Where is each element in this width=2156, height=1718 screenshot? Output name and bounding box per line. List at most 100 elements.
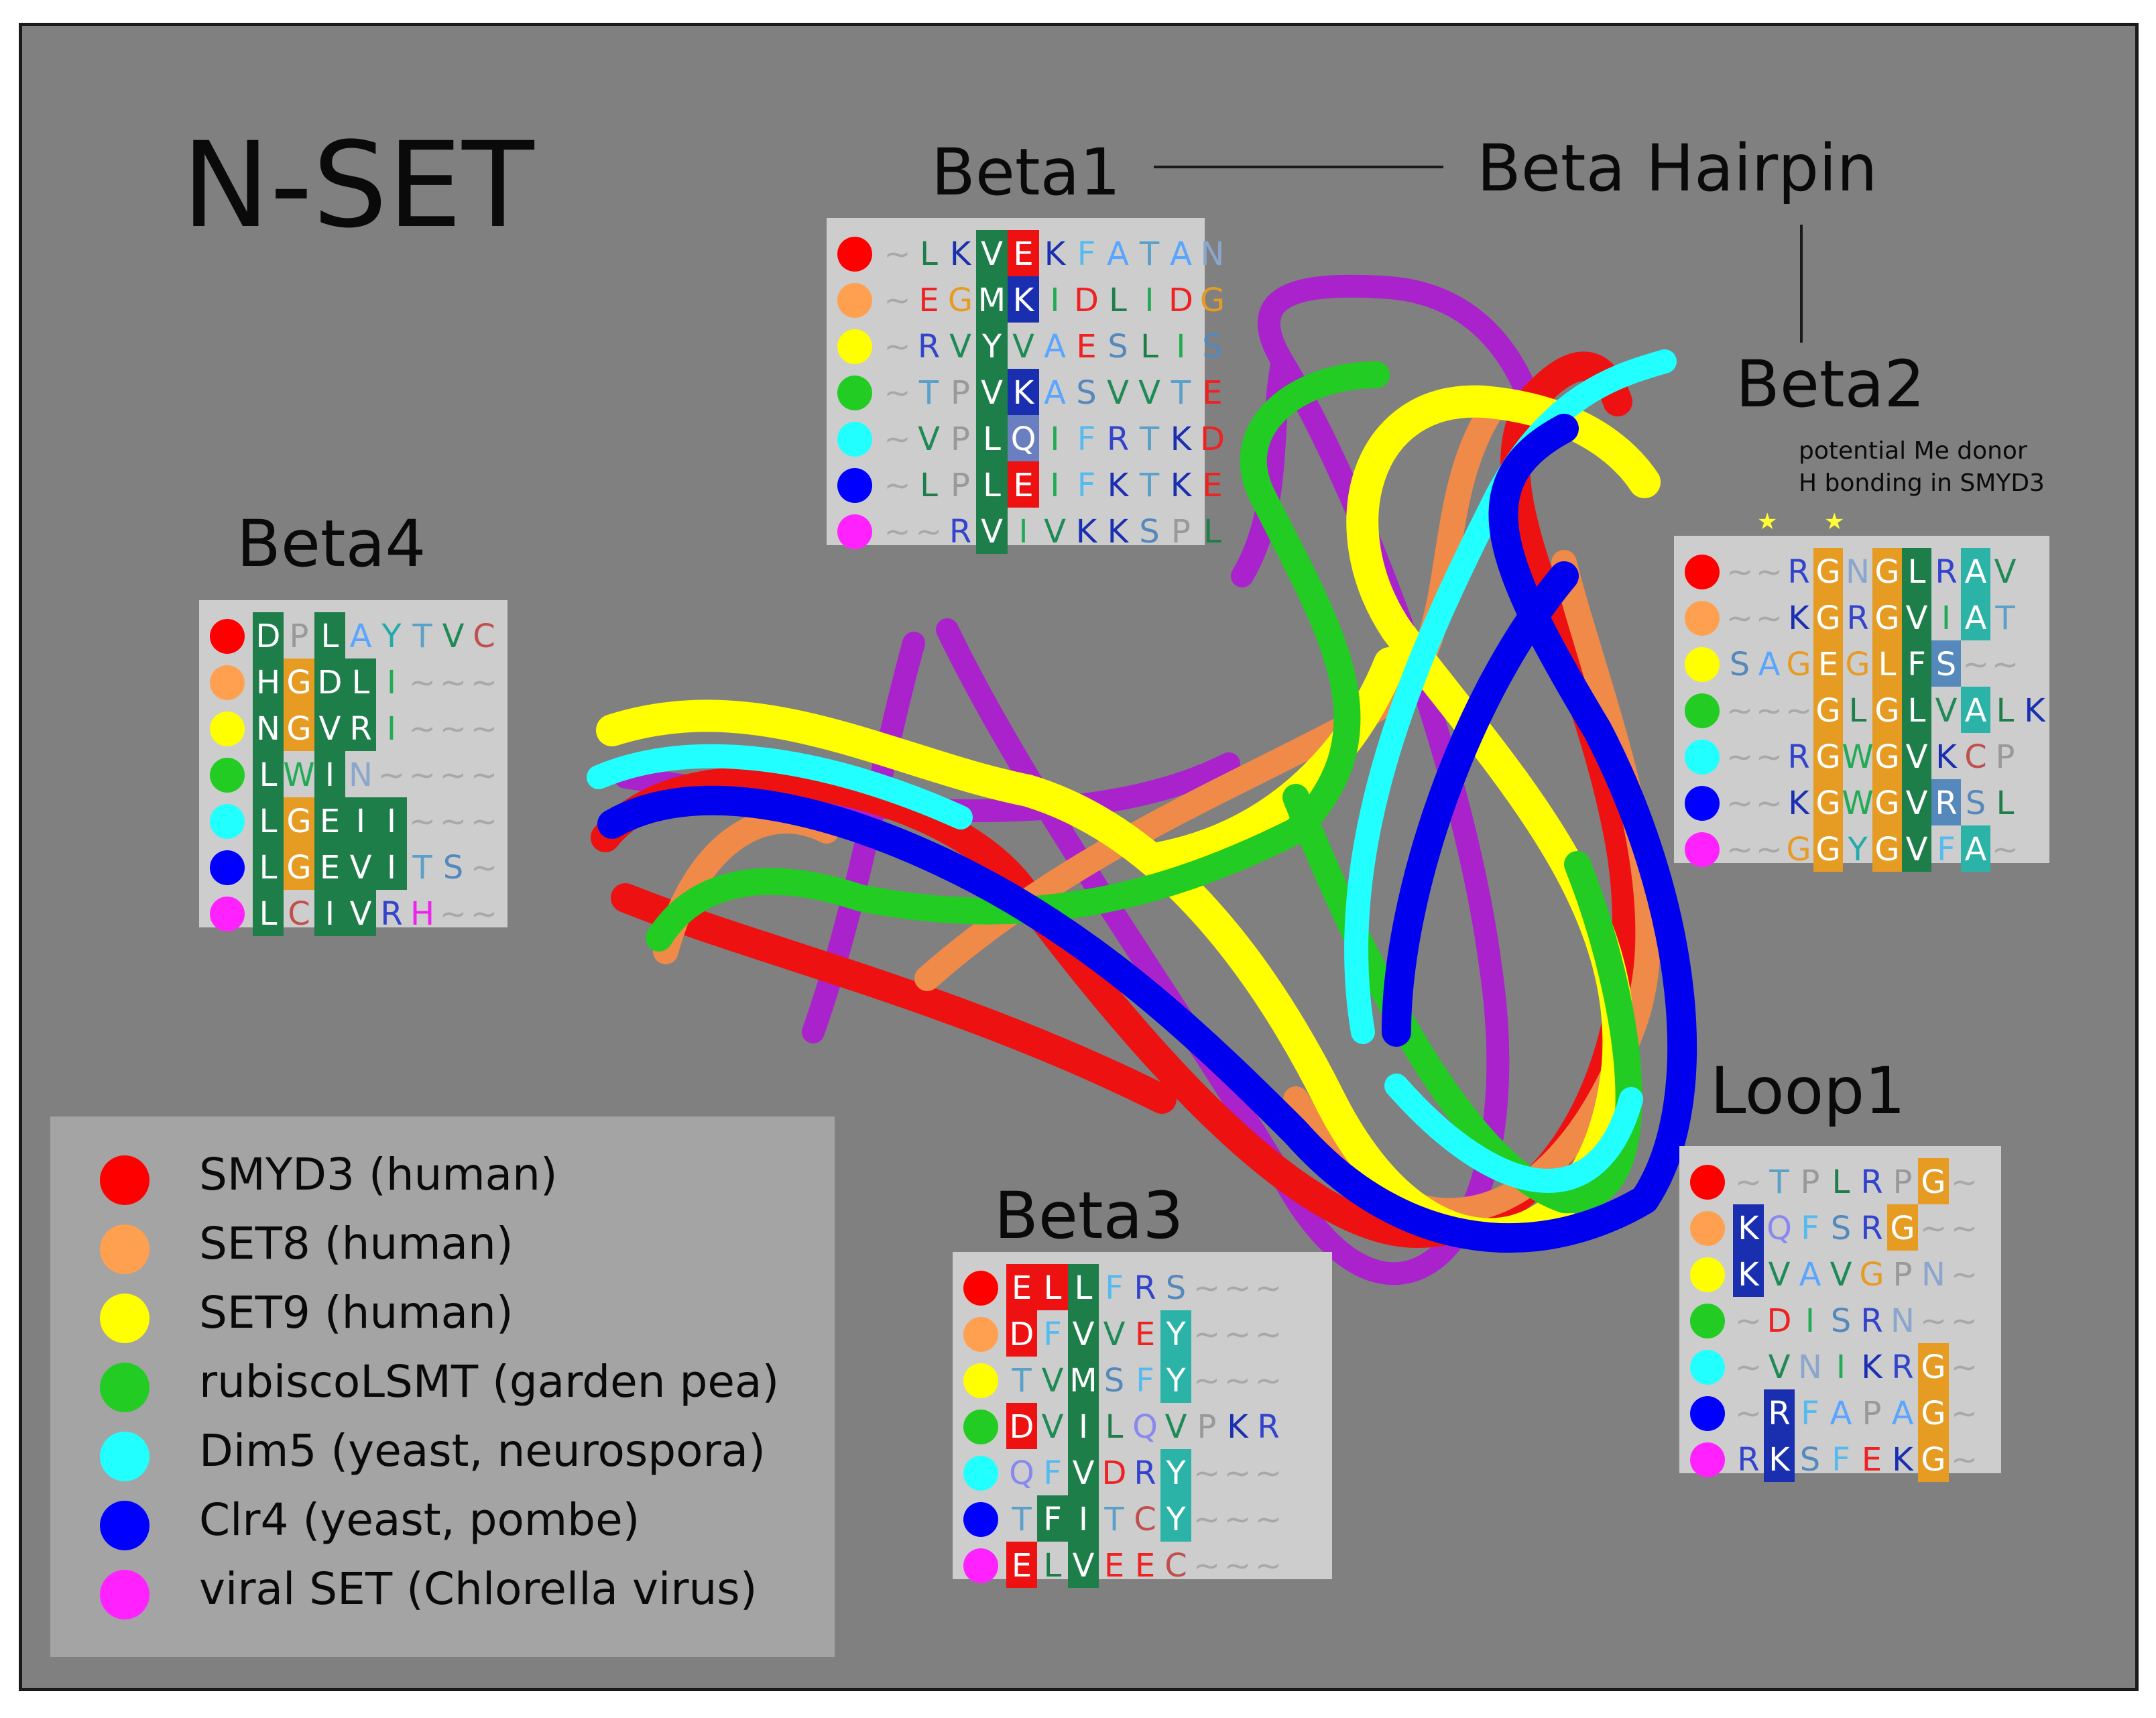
residue-letter: P <box>1893 1256 1913 1294</box>
residue-letter: F <box>1077 467 1096 504</box>
residue-letter: S <box>1965 785 1986 822</box>
residue-highlight <box>1008 230 1039 276</box>
residue-letter: G <box>1815 785 1841 822</box>
residue-letter: S <box>1103 1362 1125 1399</box>
residue-letter: G <box>1859 1256 1884 1294</box>
residue-letter: ~ <box>1726 738 1754 776</box>
residue-letter: L <box>1907 553 1926 591</box>
residue-letter: Y <box>1166 1454 1186 1492</box>
residue-letter: E <box>1134 1316 1156 1353</box>
residue-letter: L <box>1832 1163 1850 1201</box>
residue-letter: ~ <box>1950 1163 1978 1201</box>
residue-letter: L <box>1996 785 2015 822</box>
series-dot-icon <box>1690 1211 1725 1246</box>
series-dot-icon <box>963 1410 998 1444</box>
residue-highlight <box>314 751 345 797</box>
legend-label: SET9 (human) <box>199 1287 514 1338</box>
figure-panel: N-SET Beta1 Beta Hairpin Beta2 Beta4 Loo… <box>19 23 2139 1691</box>
residue-highlight <box>284 705 314 751</box>
residue-letter: N <box>1846 553 1870 591</box>
residue-letter: F <box>1043 1454 1062 1492</box>
residue-letter: V <box>1107 374 1129 412</box>
residue-letter: L <box>983 420 1001 458</box>
residue-highlight <box>1931 779 1961 825</box>
residue-letter: ~ <box>1223 1547 1252 1585</box>
residue-letter: G <box>1815 599 1841 637</box>
residue-letter: D <box>1101 1454 1127 1492</box>
residue-letter: I <box>1941 599 1952 637</box>
residue-letter: Y <box>381 618 402 655</box>
residue-letter: Y <box>1166 1316 1186 1353</box>
residue-letter: I <box>1078 1501 1089 1538</box>
residue-letter: V <box>1103 1316 1126 1353</box>
residue-letter: ~ <box>470 664 498 701</box>
residue-letter: V <box>1041 1362 1064 1399</box>
residue-letter: ~ <box>408 803 436 840</box>
residue-letter: L <box>920 467 938 504</box>
residue-letter: ~ <box>884 374 911 412</box>
series-dot-icon <box>837 237 872 272</box>
residue-letter: ~ <box>1254 1316 1282 1353</box>
residue-letter: ~ <box>439 895 467 933</box>
residue-letter: E <box>1011 1269 1032 1307</box>
residue-letter: ~ <box>439 803 467 840</box>
residue-letter: V <box>349 849 372 886</box>
residue-letter: Q <box>1132 1408 1158 1446</box>
residue-letter: V <box>1072 1454 1095 1492</box>
residue-highlight <box>1764 1436 1795 1482</box>
conserved-column-highlight <box>976 230 1008 554</box>
residue-highlight <box>1006 1542 1037 1588</box>
residue-letter: ~ <box>1223 1454 1252 1492</box>
residue-letter: L <box>920 235 938 273</box>
residue-letter: G <box>1815 831 1841 868</box>
residue-letter: A <box>1964 553 1987 591</box>
residue-letter: V <box>349 895 372 933</box>
residue-highlight <box>1918 1436 1949 1482</box>
series-dot-icon <box>837 329 872 364</box>
legend: SMYD3 (human) SET8 (human) SET9 (human) … <box>50 1116 835 1657</box>
residue-letter: ~ <box>470 756 498 794</box>
residue-letter: V <box>981 513 1003 551</box>
residue-letter: ~ <box>1919 1302 1948 1340</box>
residue-letter: W <box>283 756 315 794</box>
residue-letter: ~ <box>1755 553 1783 591</box>
residue-letter: K <box>1788 785 1809 822</box>
residue-letter: ~ <box>470 803 498 840</box>
residue-letter: S <box>442 849 464 886</box>
residue-highlight <box>1918 1158 1949 1204</box>
residue-letter: L <box>259 895 278 933</box>
residue-letter: G <box>1815 692 1841 730</box>
residue-letter: S <box>1165 1269 1187 1307</box>
residue-letter: L <box>1043 1547 1062 1585</box>
residue-highlight <box>1918 1343 1949 1389</box>
legend-item: SET8 (human) <box>50 1212 835 1279</box>
residue-letter: S <box>1935 646 1957 683</box>
residue-letter: ~ <box>1726 599 1754 637</box>
residue-letter: F <box>1105 1269 1124 1307</box>
residue-highlight <box>1160 1495 1191 1542</box>
residue-letter: ~ <box>377 756 406 794</box>
residue-letter: T <box>1012 1501 1032 1538</box>
residue-letter: T <box>1995 599 2015 637</box>
residue-letter: N <box>1798 1349 1822 1386</box>
residue-letter: E <box>1134 1547 1156 1585</box>
residue-letter: L <box>1140 328 1158 365</box>
residue-letter: L <box>259 849 278 886</box>
residue-letter: R <box>1935 785 1958 822</box>
legend-item: Dim5 (yeast, neurospora) <box>50 1420 835 1487</box>
residue-letter: V <box>1768 1256 1791 1294</box>
residue-letter: L <box>1907 692 1926 730</box>
connector-line-hairpin-beta2 <box>1800 225 1803 343</box>
residue-letter: L <box>1109 282 1127 319</box>
series-dot-icon <box>963 1271 998 1306</box>
residue-highlight <box>1037 1264 1068 1310</box>
residue-letter: ~ <box>1755 692 1783 730</box>
residue-highlight <box>1961 825 1990 872</box>
residue-letter: N <box>1921 1256 1945 1294</box>
residue-letter: T <box>1104 1501 1124 1538</box>
residue-letter: V <box>1072 1316 1095 1353</box>
series-dot-icon <box>1685 786 1720 821</box>
series-dot-icon <box>210 804 245 839</box>
